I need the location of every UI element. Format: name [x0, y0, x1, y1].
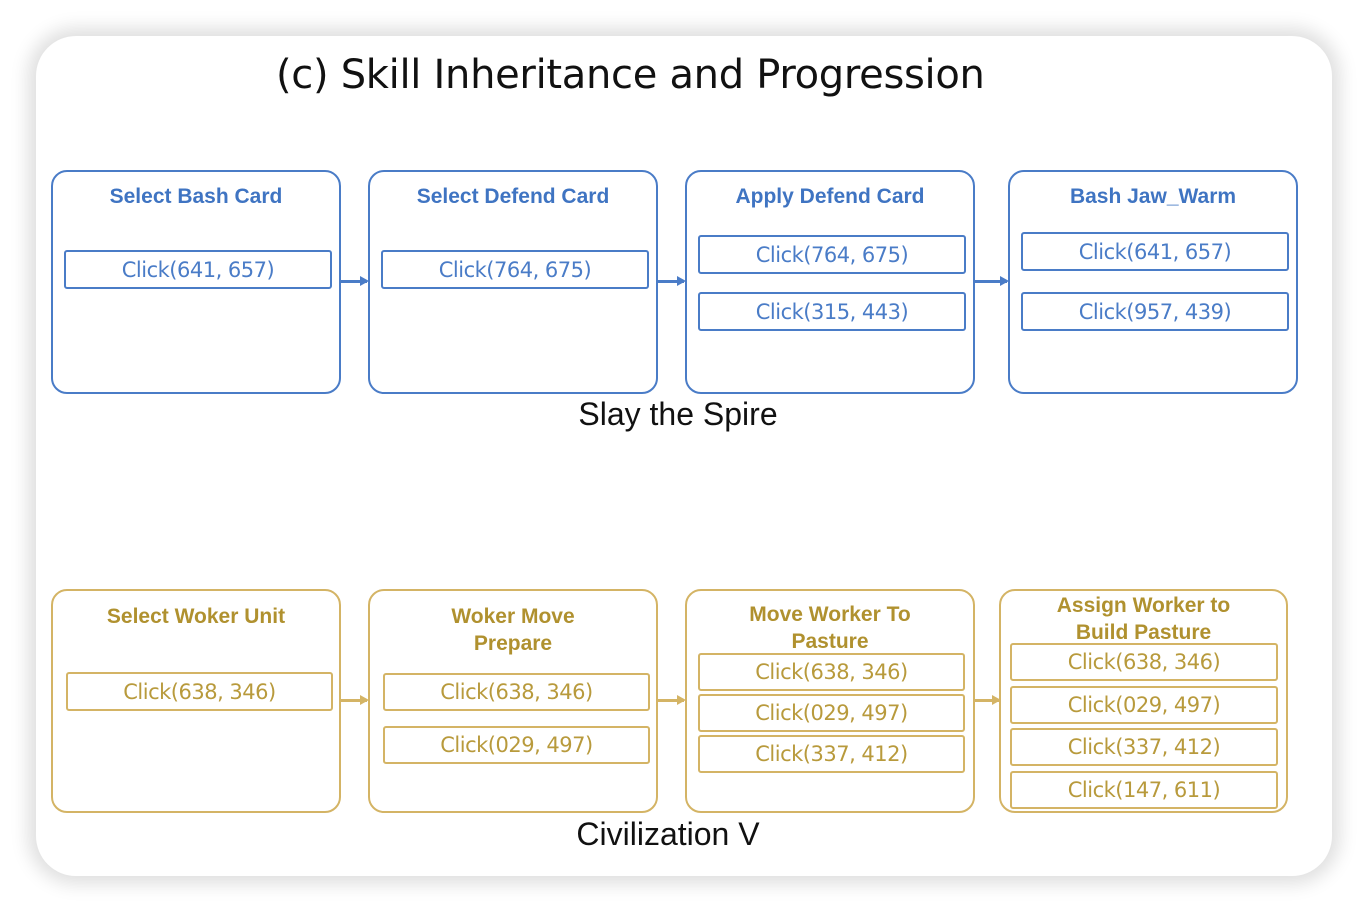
action-click: Click(315, 443) — [698, 292, 966, 331]
action-click: Click(029, 497) — [698, 694, 965, 732]
step-title: Move Worker To Pasture — [687, 601, 973, 655]
step-title-line: Woker Move — [451, 605, 575, 628]
action-click: Click(764, 675) — [381, 250, 649, 289]
action-click: Click(641, 657) — [1021, 232, 1289, 271]
action-click: Click(638, 346) — [698, 653, 965, 691]
step-bash-jaw-warm: Bash Jaw_Warm Click(641, 657) Click(957,… — [1008, 170, 1298, 394]
step-select-worker-unit: Select Woker Unit Click(638, 346) — [51, 589, 341, 813]
action-click: Click(337, 412) — [698, 735, 965, 773]
action-click: Click(029, 497) — [383, 726, 650, 764]
step-title-line: Prepare — [473, 632, 553, 655]
arrow-right-icon — [658, 276, 686, 286]
step-title: Select Defend Card — [416, 185, 610, 208]
step-title-line: Assign Worker to — [1056, 594, 1231, 617]
step-assign-worker-build-pasture: Assign Worker to Build Pasture Click(638… — [999, 589, 1288, 813]
step-select-bash-card: Select Bash Card Click(641, 657) — [51, 170, 341, 394]
action-click: Click(641, 657) — [64, 250, 332, 289]
arrow-right-icon — [975, 695, 1001, 705]
figure-title: (c) Skill Inheritance and Progression — [276, 52, 985, 98]
action-click: Click(029, 497) — [1010, 686, 1278, 724]
action-click: Click(638, 346) — [383, 673, 650, 711]
caption-civilization-v: Civilization V — [576, 816, 760, 852]
step-title: Apply Defend Card — [735, 185, 925, 208]
action-click: Click(764, 675) — [698, 235, 966, 274]
step-apply-defend-card: Apply Defend Card Click(764, 675) Click(… — [685, 170, 975, 394]
step-move-worker-to-pasture: Move Worker To Pasture Click(638, 346) C… — [685, 589, 975, 813]
action-click: Click(337, 412) — [1010, 728, 1278, 766]
step-worker-move-prepare: Woker Move Prepare Click(638, 346) Click… — [368, 589, 658, 813]
step-title-line: Move Worker To — [749, 603, 911, 626]
step-title: Select Bash Card — [109, 185, 283, 208]
arrow-right-icon — [975, 276, 1009, 286]
action-click: Click(638, 346) — [1010, 643, 1278, 681]
step-title: Select Woker Unit — [106, 605, 286, 628]
step-select-defend-card: Select Defend Card Click(764, 675) — [368, 170, 658, 394]
step-title-line: Pasture — [791, 630, 869, 653]
action-click: Click(147, 611) — [1010, 771, 1278, 809]
action-click: Click(638, 346) — [66, 672, 333, 711]
step-title: Woker Move Prepare — [370, 603, 656, 657]
arrow-right-icon — [341, 276, 369, 286]
action-click: Click(957, 439) — [1021, 292, 1289, 331]
step-title: Assign Worker to Build Pasture — [1001, 592, 1286, 646]
step-title: Bash Jaw_Warm — [1069, 185, 1237, 208]
step-title-line: Build Pasture — [1075, 621, 1212, 644]
arrow-right-icon — [658, 695, 686, 705]
caption-slay-the-spire: Slay the Spire — [578, 396, 778, 432]
arrow-right-icon — [341, 695, 369, 705]
